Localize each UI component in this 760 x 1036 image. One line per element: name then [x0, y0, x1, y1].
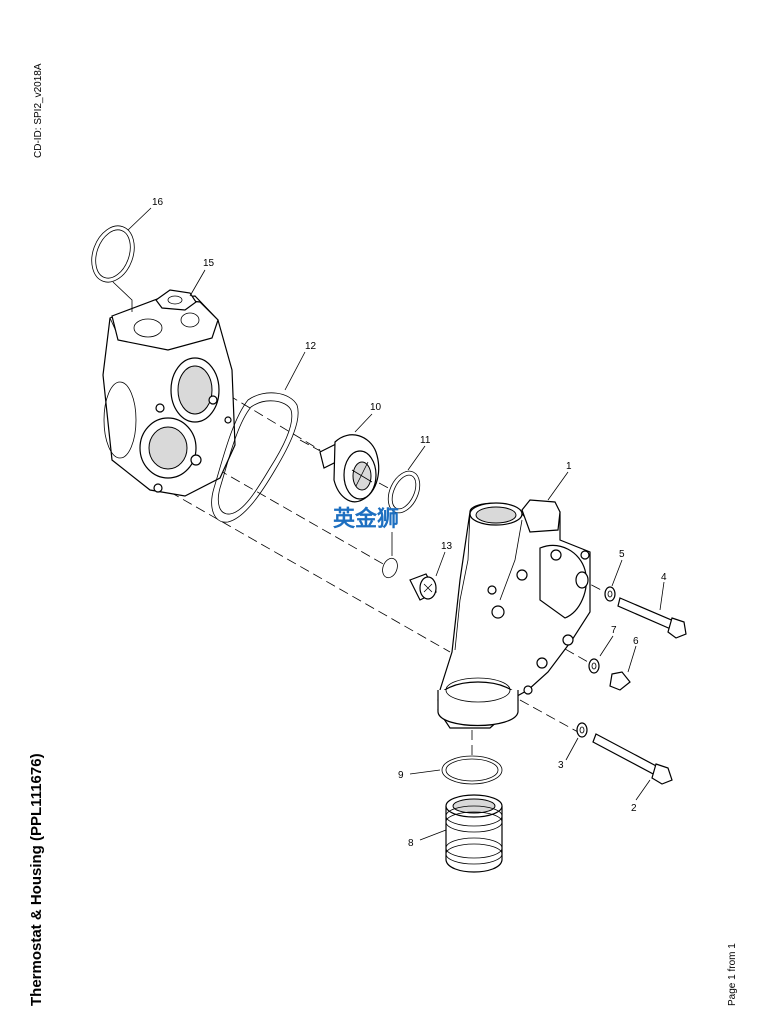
callout-4: 4 [661, 572, 667, 583]
leader-lines [112, 207, 665, 841]
part-16-o-ring [91, 225, 135, 283]
callout-16: 16 [152, 197, 164, 208]
part-10-thermostat [319, 434, 380, 503]
part-3-washer [576, 722, 588, 738]
part-1-water-housing [437, 499, 591, 729]
part-7-washer [588, 658, 600, 674]
watermark-logo-text: 英金狮 [333, 506, 399, 532]
part-6-plug [609, 671, 631, 691]
part-11-seal-ring [387, 470, 421, 514]
part-12-gasket [211, 392, 299, 523]
part-13-plug [409, 573, 437, 601]
callout-3: 3 [558, 760, 564, 771]
part-15-thermostat-cover [102, 289, 236, 497]
callout-9: 9 [398, 770, 404, 781]
callout-12: 12 [305, 341, 317, 352]
part-2-bolt [592, 733, 673, 785]
callout-11: 11 [420, 435, 431, 446]
callout-15: 15 [203, 258, 215, 269]
small-o-ring [382, 557, 398, 579]
callout-7: 7 [611, 625, 617, 636]
part-4-bolt [617, 597, 687, 639]
callout-8: 8 [408, 838, 414, 849]
part-9-o-ring [441, 755, 503, 785]
callout-13: 13 [441, 541, 453, 552]
callout-6: 6 [633, 636, 639, 647]
callout-1: 1 [566, 461, 572, 472]
callout-10: 10 [370, 402, 382, 413]
callout-5: 5 [619, 549, 625, 560]
part-8-sleeve [445, 794, 503, 873]
part-5-washer [604, 586, 616, 602]
callout-labels: 16 15 12 10 11 1 13 5 4 7 6 3 9 2 8 [152, 197, 667, 849]
callout-2: 2 [631, 803, 637, 814]
